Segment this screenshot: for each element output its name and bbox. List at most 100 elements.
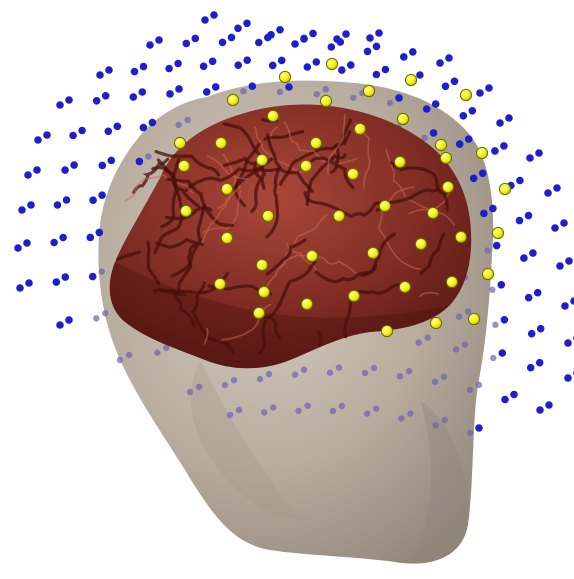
meg-sensor [175, 85, 183, 93]
meg-sensor [364, 48, 372, 56]
eeg-electrode [301, 298, 312, 309]
eeg-electrode [320, 95, 331, 106]
eeg-electrode [476, 147, 487, 158]
meg-sensor [425, 334, 431, 340]
meg-sensor [491, 147, 499, 155]
eeg-electrode [427, 207, 438, 218]
meg-sensor [192, 35, 200, 43]
meg-sensor [278, 57, 286, 65]
meg-sensor [498, 281, 506, 289]
meg-sensor [96, 71, 104, 79]
meg-sensor [528, 330, 536, 338]
meg-sensor [556, 262, 564, 270]
meg-sensor [529, 249, 537, 257]
meg-sensor [362, 370, 368, 376]
meg-sensor [261, 409, 267, 415]
meg-sensor [350, 95, 356, 101]
meg-sensor [236, 407, 242, 413]
meg-sensor [453, 346, 459, 352]
meg-sensor [451, 78, 459, 86]
meg-sensor [430, 129, 438, 137]
eeg-electrode [442, 181, 453, 192]
meg-sensor [102, 310, 108, 316]
meg-sensor [436, 59, 444, 67]
meg-sensor [456, 314, 462, 320]
meg-sensor [516, 217, 524, 225]
eeg-electrode [354, 123, 365, 134]
eeg-electrode [215, 137, 226, 148]
meg-sensor [469, 107, 477, 115]
meg-sensor [210, 11, 218, 19]
eeg-electrode [379, 200, 390, 211]
eeg-electrode [499, 183, 510, 194]
meg-sensor [416, 71, 424, 79]
meg-sensor [243, 56, 251, 64]
meg-sensor [416, 339, 422, 345]
eeg-electrode [492, 227, 503, 238]
meg-sensor [445, 54, 453, 62]
meg-sensor [371, 365, 377, 371]
meg-sensor [525, 212, 533, 220]
meg-sensor [525, 294, 533, 302]
meg-sensor [96, 229, 104, 237]
meg-sensor [300, 35, 308, 43]
meg-sensor [149, 119, 157, 127]
meg-sensor [295, 408, 301, 414]
meg-sensor [59, 234, 67, 242]
meg-sensor [382, 66, 390, 74]
meg-sensor [27, 201, 35, 209]
meg-sensor [155, 36, 163, 44]
meg-sensor [534, 289, 542, 297]
meg-sensor [23, 239, 31, 247]
meg-sensor [70, 161, 78, 169]
eeg-electrode [256, 259, 267, 270]
meg-sensor [373, 405, 379, 411]
meg-sensor [564, 339, 572, 347]
eeg-electrode [397, 113, 408, 124]
meg-sensor [327, 369, 333, 375]
meg-sensor [330, 408, 336, 414]
eeg-electrode [348, 290, 359, 301]
meg-sensor [243, 20, 251, 28]
meg-sensor [43, 131, 51, 139]
meg-sensor [432, 379, 438, 385]
meg-sensor [442, 83, 450, 91]
meg-sensor [475, 424, 483, 432]
meg-sensor [99, 268, 105, 274]
meg-sensor [264, 34, 272, 42]
meg-sensor [527, 364, 535, 372]
meg-sensor [407, 410, 413, 416]
meg-sensor [493, 242, 501, 250]
eeg-electrode [405, 74, 416, 85]
meg-sensor [423, 105, 431, 113]
meg-sensor [496, 119, 504, 127]
meg-sensor [570, 297, 574, 305]
meg-sensor [139, 88, 147, 96]
meg-sensor [231, 377, 237, 383]
eeg-electrode [253, 307, 264, 318]
meg-sensor [314, 91, 320, 97]
eeg-electrode [180, 205, 191, 216]
eeg-electrode [455, 231, 466, 242]
meg-sensor [544, 189, 552, 197]
meg-sensor [222, 382, 228, 388]
meg-sensor [398, 415, 404, 421]
meg-sensor [373, 43, 381, 51]
meg-sensor [442, 417, 448, 423]
meg-sensor [551, 224, 559, 232]
eeg-electrode [435, 139, 446, 150]
meg-sensor [536, 406, 544, 414]
meg-sensor [212, 83, 220, 91]
meg-sensor [117, 357, 123, 363]
eeg-electrode [399, 281, 410, 292]
meg-sensor [304, 403, 310, 409]
eeg-electrode [300, 160, 311, 171]
meg-sensor [140, 124, 148, 132]
eeg-electrode [326, 58, 337, 69]
meg-sensor [406, 368, 412, 374]
meg-sensor [336, 364, 342, 370]
meg-sensor [501, 396, 509, 404]
meg-sensor [53, 278, 61, 286]
eeg-electrode [347, 168, 358, 179]
